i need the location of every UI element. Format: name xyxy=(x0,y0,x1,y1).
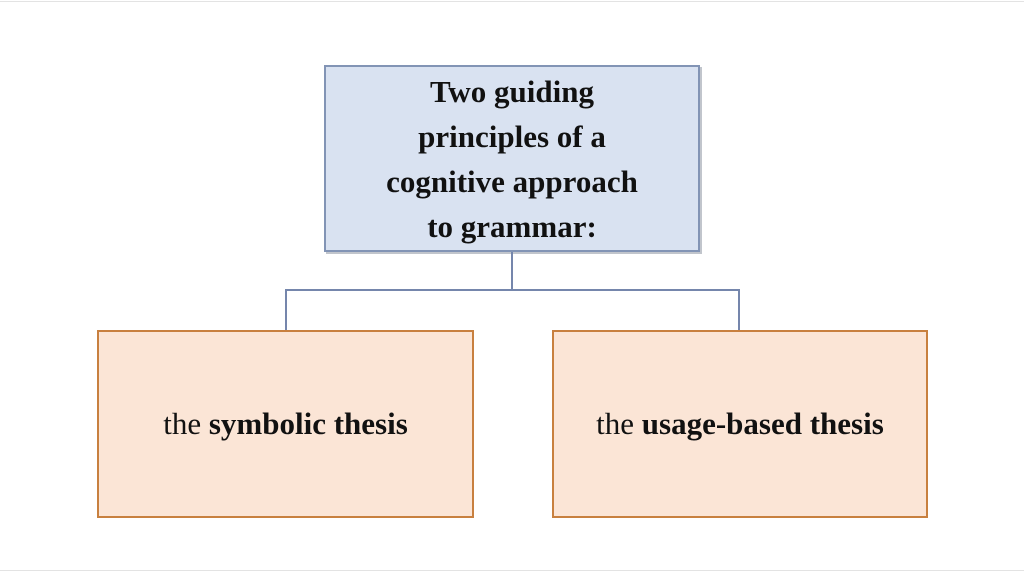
node-symbolic-thesis: the symbolic thesis xyxy=(97,330,474,518)
usage-based-thesis-prefix: the xyxy=(596,406,642,441)
root-label-line-1: Two guiding xyxy=(430,73,594,109)
connector-crossbar xyxy=(285,289,740,291)
node-usage-based-thesis: the usage-based thesis xyxy=(552,330,928,518)
symbolic-thesis-prefix: the xyxy=(163,406,209,441)
node-root-principles: Two guiding principles of a cognitive ap… xyxy=(324,65,700,252)
slide-top-border xyxy=(0,1,1024,2)
connector-root-stem xyxy=(511,252,513,291)
connector-right-drop xyxy=(738,289,740,331)
slide-bottom-border xyxy=(0,570,1024,571)
connector-left-drop xyxy=(285,289,287,331)
root-label-line-2: principles of a xyxy=(418,118,606,154)
usage-based-thesis-label: the usage-based thesis xyxy=(596,402,884,446)
root-label-line-3: cognitive approach xyxy=(386,163,638,199)
symbolic-thesis-emphasis: symbolic thesis xyxy=(208,406,408,441)
root-label-line-4: to grammar: xyxy=(427,208,597,244)
usage-based-thesis-emphasis: usage-based thesis xyxy=(641,406,884,441)
symbolic-thesis-label: the symbolic thesis xyxy=(163,402,408,446)
